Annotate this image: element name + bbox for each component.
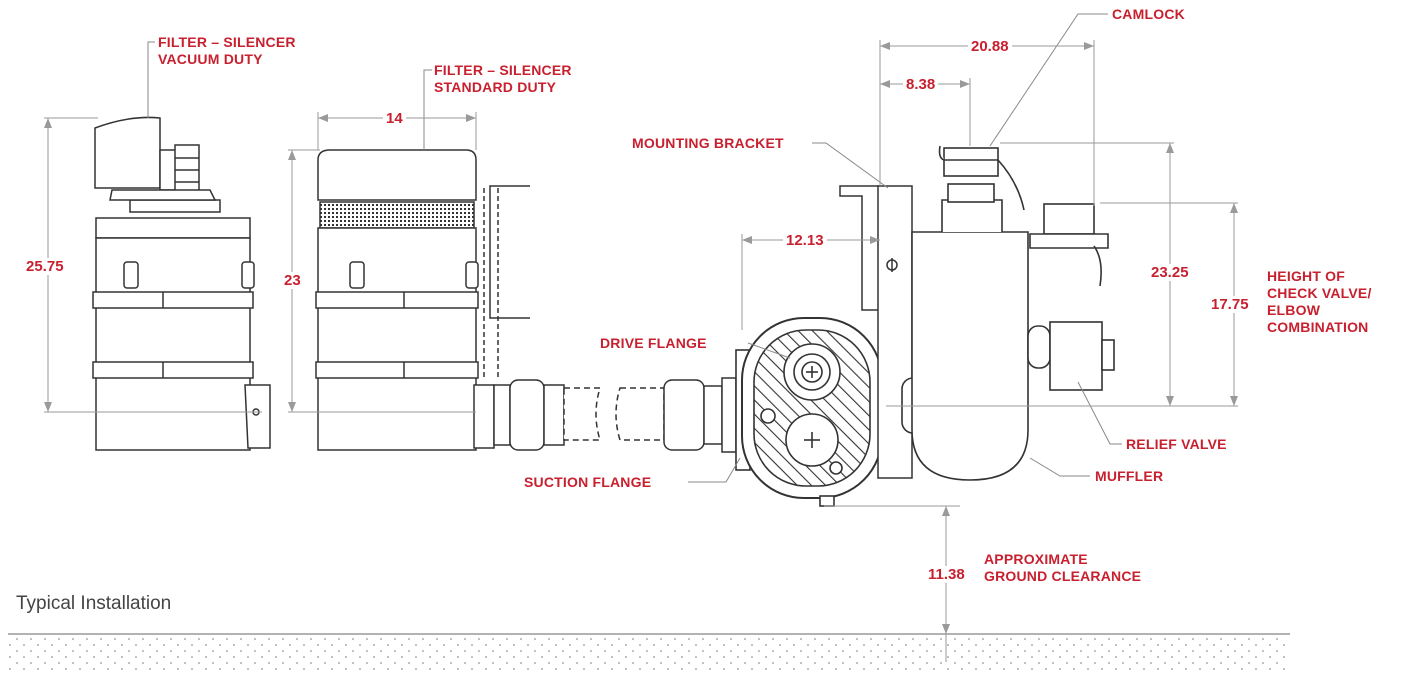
dim-flange-offset: 12.13: [783, 232, 827, 249]
callout-mounting-bracket: MOUNTING BRACKET: [632, 135, 784, 151]
vacuum-duty-filter-silencer: [92, 116, 271, 451]
callout-ground-clearance: APPROXIMATE GROUND CLEARANCE: [984, 551, 1141, 585]
dim-outlet-height: 23.25: [1148, 264, 1192, 281]
callout-filter-standard-line1: FILTER – SILENCER: [434, 62, 572, 78]
callout-check-valve: HEIGHT OF CHECK VALVE/ ELBOW COMBINATION: [1267, 268, 1372, 336]
callout-check-valve-line2: CHECK VALVE/: [1267, 285, 1372, 301]
callout-filter-standard: FILTER – SILENCER STANDARD DUTY: [434, 62, 572, 96]
blower-body: [735, 317, 883, 507]
dim-ground-clearance: 11.38: [925, 566, 968, 583]
dim-overall-width: 20.88: [968, 38, 1012, 55]
dim-vacuum-height: 25.75: [23, 258, 67, 275]
callout-filter-vacuum: FILTER – SILENCER VACUUM DUTY: [158, 34, 296, 68]
callout-filter-vacuum-line2: VACUUM DUTY: [158, 51, 263, 67]
callout-ground-line2: GROUND CLEARANCE: [984, 568, 1142, 584]
leader-lines: [147, 13, 1122, 483]
callout-suction-flange: SUCTION FLANGE: [524, 474, 652, 490]
dim-standard-height: 23: [281, 272, 304, 289]
muffler: [901, 145, 1115, 481]
callout-relief-valve: RELIEF VALVE: [1126, 436, 1227, 452]
callout-drive-flange: DRIVE FLANGE: [600, 335, 707, 351]
callout-check-valve-line1: HEIGHT OF: [1267, 268, 1346, 284]
callout-check-valve-line4: COMBINATION: [1267, 319, 1369, 335]
dim-bracket-offset: 8.38: [903, 76, 939, 93]
dimension-arrows: [44, 42, 1238, 634]
dim-standard-width: 14: [383, 110, 406, 127]
callout-check-valve-line3: ELBOW: [1267, 302, 1321, 318]
callout-camlock: CAMLOCK: [1112, 6, 1185, 22]
callout-filter-vacuum-line1: FILTER – SILENCER: [158, 34, 296, 50]
callout-ground-line1: APPROXIMATE: [984, 551, 1088, 567]
dim-check-valve-height: 17.75: [1208, 296, 1252, 313]
ground: [8, 633, 1290, 672]
caption: Typical Installation: [16, 593, 172, 614]
callout-muffler: MUFFLER: [1095, 468, 1164, 484]
standard-duty-filter-silencer: [315, 149, 495, 451]
suction-hose: [493, 377, 737, 453]
filter-bracket: [483, 185, 530, 380]
callout-filter-standard-line2: STANDARD DUTY: [434, 79, 557, 95]
